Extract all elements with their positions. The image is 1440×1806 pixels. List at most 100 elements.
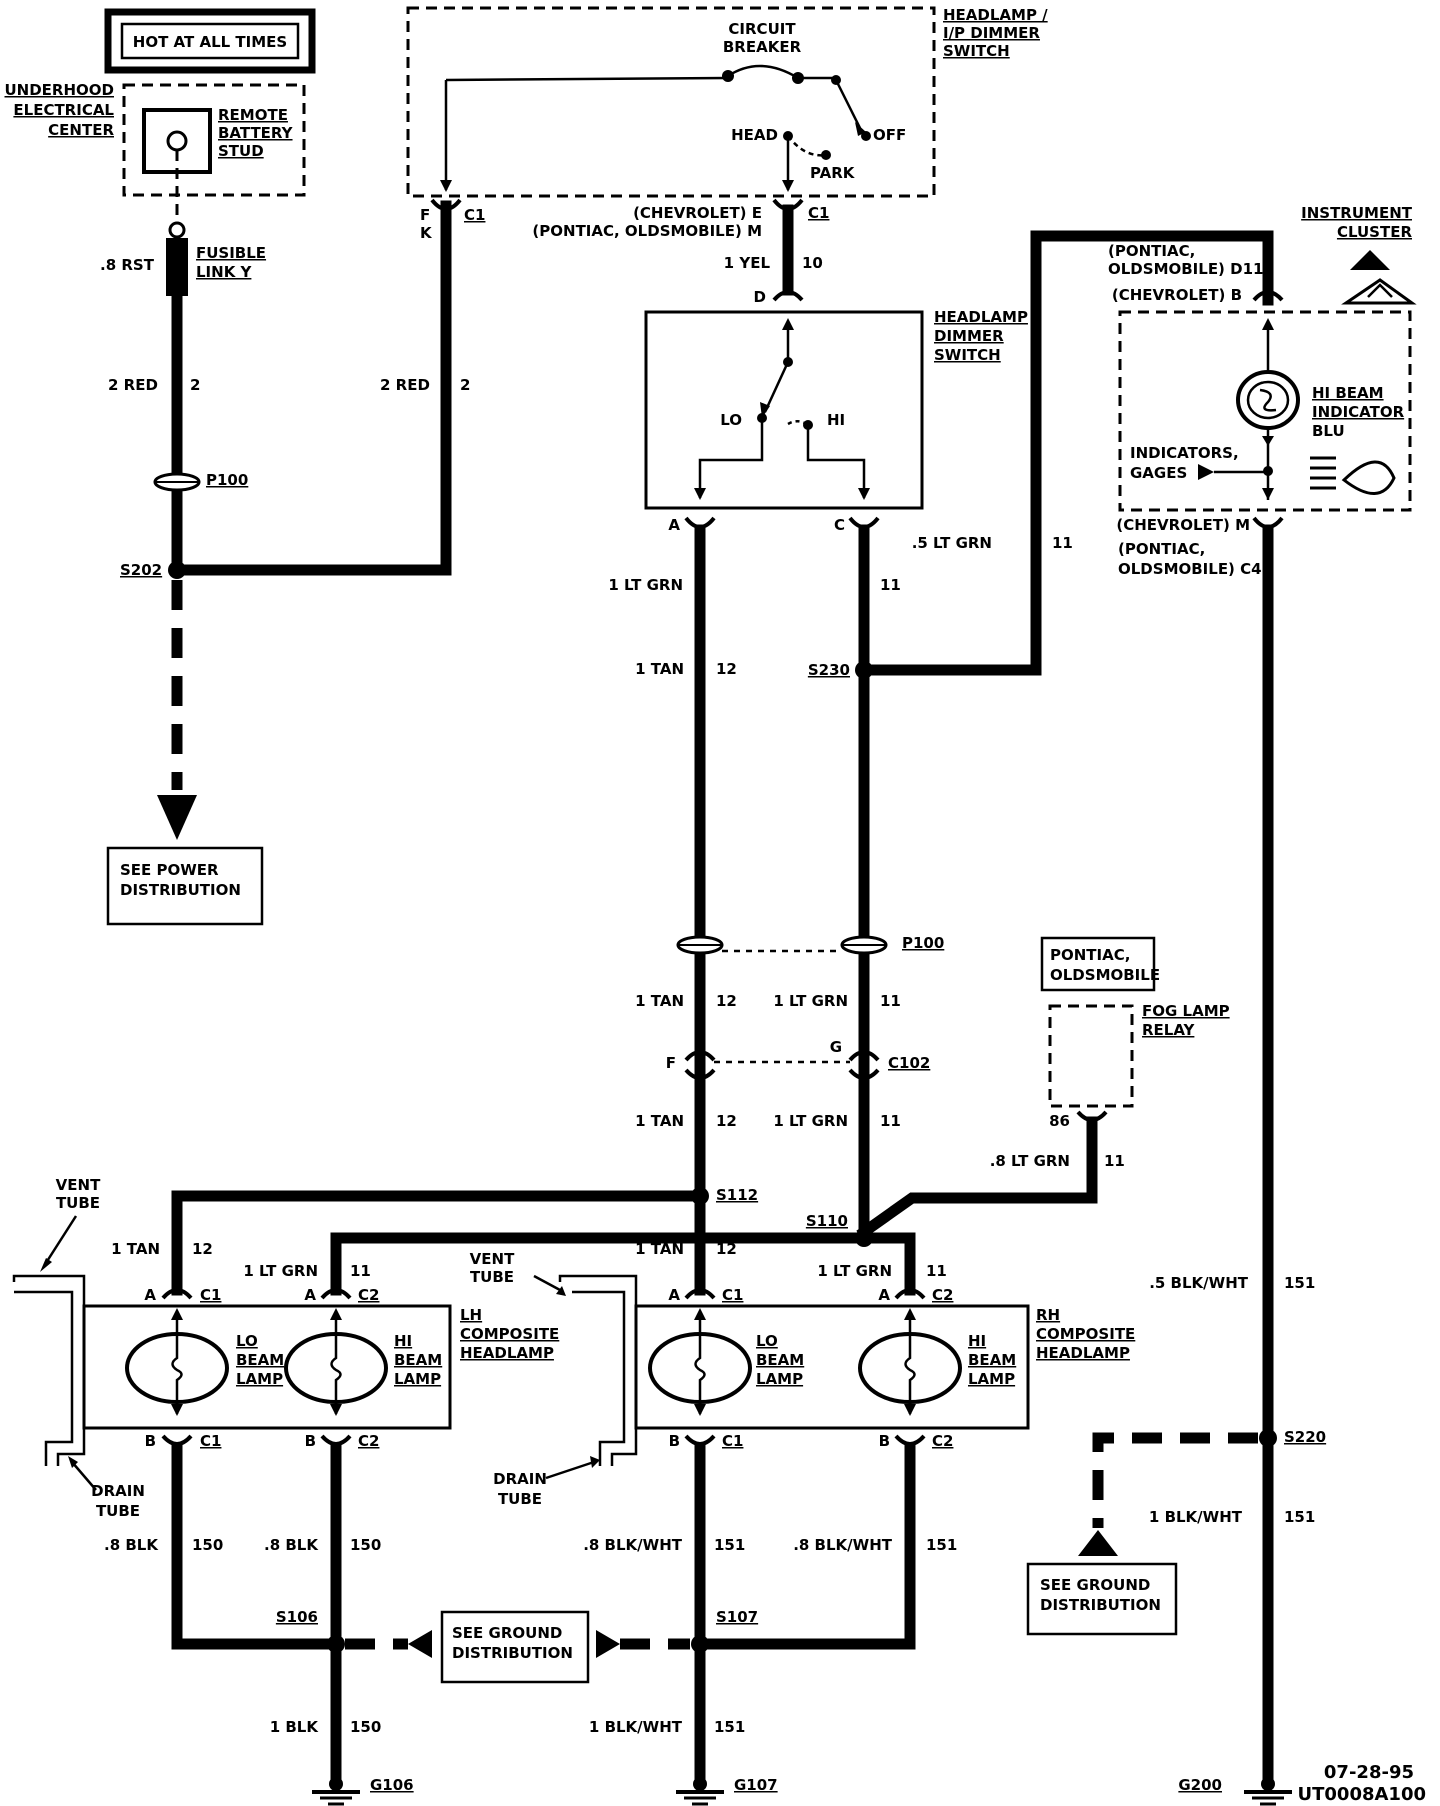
svg-text:LO: LO [720, 411, 742, 429]
wire-1-blk-wht-ground-dist [1092, 1432, 1258, 1528]
svg-text:C2: C2 [932, 1432, 953, 1450]
svg-text:(CHEVROLET) B: (CHEVROLET) B [1112, 286, 1242, 304]
svg-text:11: 11 [350, 1262, 371, 1280]
headlamp-switch-boundary [406, 6, 936, 198]
ground-dist-arrow-right [596, 1630, 620, 1658]
head-park-off-positions: HEAD OFF PARK [731, 126, 906, 190]
svg-text:G106: G106 [370, 1776, 414, 1794]
svg-text:RH: RH [1036, 1306, 1060, 1324]
svg-text:G: G [830, 1038, 842, 1056]
wire-1-tan-lh-branch [171, 1190, 706, 1296]
svg-text:2: 2 [460, 376, 470, 394]
hi-beam-symbol-icon [1310, 456, 1396, 495]
svg-text:SEE GROUND: SEE GROUND [452, 1624, 562, 1642]
svg-text:UNDERHOOD: UNDERHOOD [5, 81, 115, 99]
svg-text:S110: S110 [806, 1212, 848, 1230]
svg-text:11: 11 [1052, 534, 1073, 552]
svg-text:1 TAN: 1 TAN [635, 992, 684, 1010]
svg-text:11: 11 [880, 992, 901, 1010]
svg-text:DISTRIBUTION: DISTRIBUTION [1040, 1596, 1161, 1614]
svg-text:C1: C1 [808, 204, 829, 222]
wire-1-lt-grn-rh-branch [858, 1232, 916, 1296]
wire-1-lt-grn-lh-branch [330, 1232, 870, 1296]
svg-text:S202: S202 [120, 561, 162, 579]
svg-text:INDICATOR: INDICATOR [1312, 403, 1405, 421]
svg-text:FUSIBLE: FUSIBLE [196, 244, 266, 262]
rh-hi-beam-lamp: HI BEAM LAMP [858, 1308, 1016, 1416]
svg-text:B: B [669, 1432, 680, 1450]
svg-text:.8 BLK: .8 BLK [104, 1536, 159, 1554]
rh-composite-headlamp-title: RH COMPOSITE HEADLAMP [1036, 1306, 1135, 1362]
svg-text:11: 11 [880, 1112, 901, 1130]
hot-at-all-times-box: HOT AT ALL TIMES [104, 8, 316, 74]
svg-text:OLDSMOBILE) D11: OLDSMOBILE) D11 [1108, 260, 1263, 278]
svg-text:C2: C2 [358, 1432, 379, 1450]
svg-text:SEE GROUND: SEE GROUND [1040, 1576, 1150, 1594]
rh-housing-edge [622, 1320, 638, 1414]
ground-g106-icon: G106 [312, 1776, 414, 1806]
remote-battery-stud: REMOTE BATTERY STUD [142, 106, 294, 174]
rh-drain-tube: DRAIN TUBE [493, 1414, 638, 1508]
wire-5-lt-grn-cluster [858, 230, 1274, 676]
cluster-boundary [1118, 310, 1412, 512]
svg-text:150: 150 [350, 1718, 381, 1736]
wire-2-red-right [171, 200, 452, 576]
svg-text:INDICATORS,: INDICATORS, [1130, 444, 1239, 462]
svg-text:REMOTE: REMOTE [218, 106, 288, 124]
svg-text:.8 RST: .8 RST [100, 256, 155, 274]
svg-text:OLDSMOBILE: OLDSMOBILE [1050, 966, 1160, 984]
see-power-distribution-box: SEE POWER DISTRIBUTION [106, 846, 264, 926]
hi-beam-indicator: HI BEAM INDICATOR BLU [1236, 318, 1405, 500]
svg-text:86: 86 [1049, 1112, 1070, 1130]
ground-g200-icon: G200 [1178, 1776, 1292, 1806]
indicators-gages-input: INDICATORS, GAGES [1130, 444, 1268, 482]
svg-text:G200: G200 [1178, 1776, 1222, 1794]
lh-housing-edge [70, 1320, 86, 1414]
svg-text:LAMP: LAMP [394, 1370, 441, 1388]
svg-text:CENTER: CENTER [48, 121, 114, 139]
fog-lamp-relay-boundary [1048, 1004, 1134, 1108]
svg-text:FOG LAMP: FOG LAMP [1142, 1002, 1230, 1020]
svg-text:B: B [145, 1432, 156, 1450]
svg-text:151: 151 [1284, 1508, 1315, 1526]
svg-text:BLU: BLU [1312, 422, 1345, 440]
svg-text:C1: C1 [200, 1286, 221, 1304]
svg-text:VENT: VENT [470, 1250, 515, 1268]
svg-text:S220: S220 [1284, 1428, 1326, 1446]
underhood-center-boundary [122, 83, 306, 197]
svg-text:1 TAN: 1 TAN [111, 1240, 160, 1258]
svg-text:HEADLAMP: HEADLAMP [460, 1344, 554, 1362]
fog-lamp-relay-title: FOG LAMP RELAY [1142, 1002, 1230, 1039]
splice-s107 [691, 1635, 709, 1653]
svg-text:(PONTIAC,: (PONTIAC, [1108, 242, 1195, 260]
svg-text:C2: C2 [358, 1286, 379, 1304]
svg-text:PARK: PARK [810, 164, 856, 182]
svg-text:.8 BLK/WHT: .8 BLK/WHT [583, 1536, 683, 1554]
svg-text:10: 10 [802, 254, 823, 272]
svg-text:150: 150 [350, 1536, 381, 1554]
headlamp-switch-title: HEADLAMP / I/P DIMMER SWITCH [943, 6, 1048, 60]
svg-text:1 LT GRN: 1 LT GRN [243, 1262, 318, 1280]
svg-text:2 RED: 2 RED [380, 376, 430, 394]
svg-text:(PONTIAC,: (PONTIAC, [1118, 540, 1205, 558]
ground-dist-arrow-up [1078, 1530, 1118, 1556]
splice-s106 [327, 1635, 345, 1653]
svg-text:S106: S106 [276, 1608, 318, 1626]
svg-text:PONTIAC,: PONTIAC, [1050, 946, 1130, 964]
svg-text:LAMP: LAMP [236, 1370, 283, 1388]
svg-text:S107: S107 [716, 1608, 758, 1626]
svg-text:GAGES: GAGES [1130, 464, 1187, 482]
svg-text:DISTRIBUTION: DISTRIBUTION [452, 1644, 573, 1662]
svg-text:07-28-95: 07-28-95 [1324, 1762, 1414, 1783]
svg-text:CLUSTER: CLUSTER [1337, 223, 1412, 241]
svg-text:P100: P100 [902, 934, 944, 952]
lh-lo-beam-lamp: LO BEAM LAMP [125, 1308, 284, 1416]
svg-text:C1: C1 [464, 206, 485, 224]
svg-text:LINK Y: LINK Y [196, 263, 253, 281]
svg-text:151: 151 [714, 1718, 745, 1736]
svg-text:12: 12 [716, 1240, 737, 1258]
svg-text:ELECTRICAL: ELECTRICAL [13, 101, 114, 119]
lh-vent-tube: VENT TUBE [12, 1176, 101, 1320]
splice-s220 [1259, 1429, 1277, 1447]
